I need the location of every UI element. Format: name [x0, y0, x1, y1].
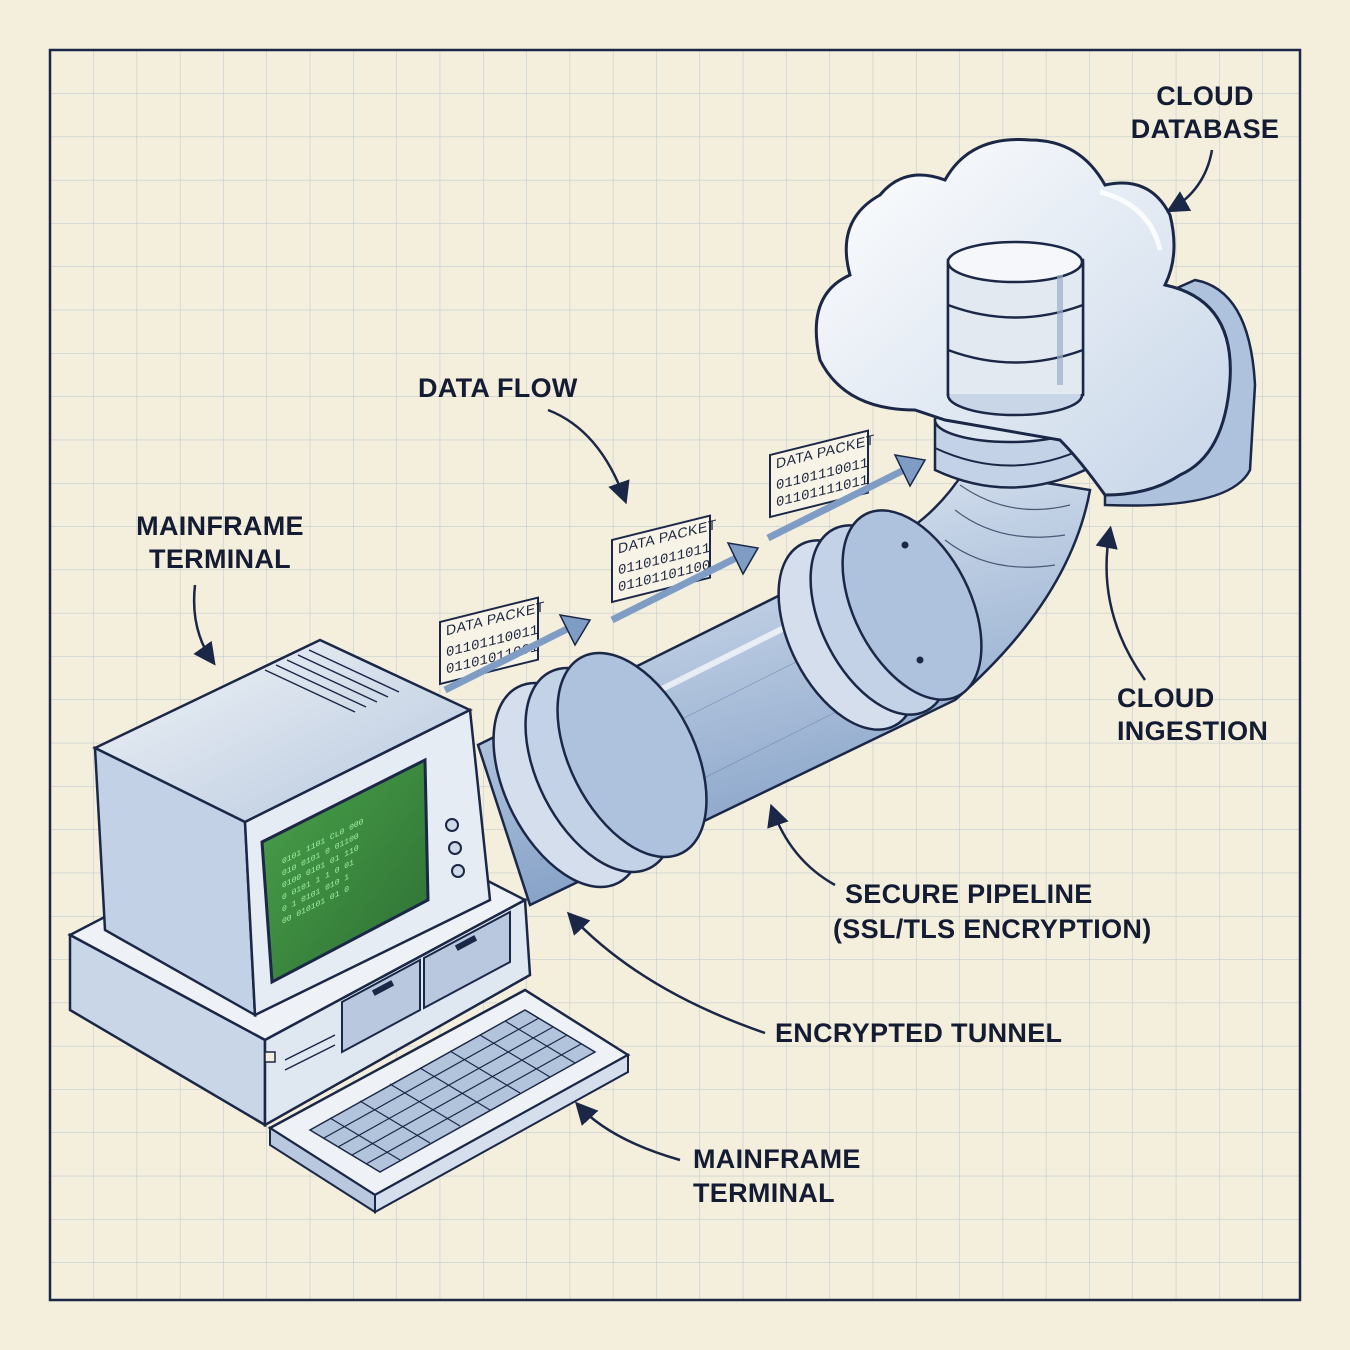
knob-icon	[451, 864, 465, 878]
label-line: (SSL/TLS ENCRYPTION)	[833, 914, 1152, 944]
data-packet-1: DATA PACKET 01101110011 01101011001	[439, 596, 545, 686]
data-packet-card	[769, 429, 869, 519]
knob-icon	[445, 818, 459, 832]
label-line: ENCRYPTED TUNNEL	[775, 1018, 1062, 1048]
pointer-arrow	[192, 584, 216, 666]
label-line: SECURE PIPELINE	[845, 879, 1093, 909]
pointer-arrow	[1095, 525, 1147, 681]
flow-arrow-3	[766, 454, 927, 542]
label-cloud-ingestion: CLOUD INGESTION	[1095, 525, 1268, 746]
crt-screen	[260, 757, 430, 985]
label-data-flow: DATA FLOW	[418, 373, 630, 505]
data-packet-3: DATA PACKET 01101110011 01101111011	[769, 429, 875, 519]
label-cloud-database: CLOUD DATABASE	[1131, 81, 1279, 213]
secure-pipeline	[476, 396, 1092, 907]
label-secure-pipeline: SECURE PIPELINE (SSL/TLS ENCRYPTION)	[767, 803, 1152, 944]
knob-icon	[448, 841, 462, 855]
crt-monitor: 0101 1101 CL0 000 010 0101 0 01100 0100 …	[92, 638, 492, 1018]
label-encrypted-tunnel: ENCRYPTED TUNNEL	[566, 911, 1062, 1048]
label-line: TERMINAL	[149, 544, 291, 574]
label-line: DATABASE	[1131, 114, 1279, 144]
frame-border	[48, 48, 1302, 1302]
label-mainframe-terminal-top: MAINFRAME TERMINAL	[136, 511, 304, 666]
label-line: MAINFRAME	[136, 511, 304, 541]
flow-arrow-2	[610, 542, 760, 624]
pipe-flange-right	[777, 509, 983, 731]
label-mainframe-terminal-bottom: MAINFRAME TERMINAL	[574, 1101, 861, 1208]
cloud-database	[814, 138, 1257, 507]
keyboard-keys	[308, 1009, 597, 1173]
pointer-arrow	[566, 911, 766, 1035]
label-line: CLOUD	[1117, 683, 1215, 713]
label-line: TERMINAL	[693, 1178, 835, 1208]
pointer-arrow	[1166, 149, 1214, 213]
pipe-flange-left	[492, 651, 708, 889]
keyboard	[267, 988, 631, 1214]
label-line: INGESTION	[1117, 716, 1268, 746]
flow-arrow-1	[443, 614, 592, 694]
pointer-arrow	[547, 408, 630, 505]
label-line: CLOUD	[1156, 81, 1254, 111]
pointer-arrow	[574, 1101, 681, 1162]
database-icon	[946, 240, 1085, 417]
label-line: MAINFRAME	[693, 1144, 861, 1174]
mainframe-terminal: 0101 1101 CL0 000 010 0101 0 01100 0100 …	[67, 638, 631, 1214]
label-line: DATA FLOW	[418, 373, 578, 403]
pointer-arrow	[767, 803, 836, 887]
